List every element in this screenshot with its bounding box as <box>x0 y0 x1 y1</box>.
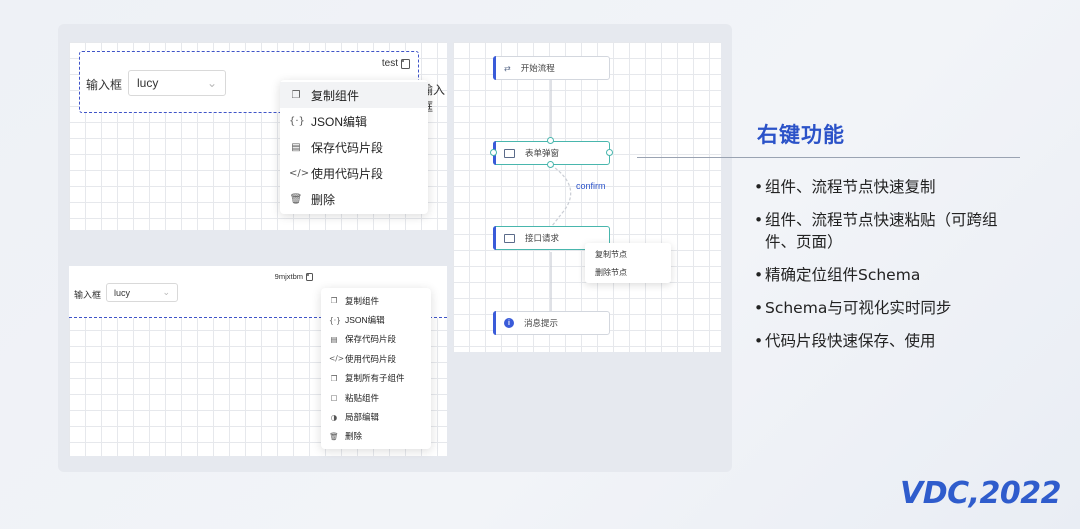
json-icon: {·} <box>329 315 341 325</box>
menu-item-copy-children[interactable]: ❐ 复制所有子组件 <box>321 369 431 388</box>
trash-icon: 🗑 <box>289 193 303 205</box>
info-icon: i <box>504 318 514 328</box>
feature-item: 精确定位组件Schema <box>754 264 1044 286</box>
connect-handle-right[interactable] <box>606 149 613 156</box>
component-tag: test <box>382 58 410 69</box>
copy-icon[interactable] <box>306 272 313 281</box>
edge-label: confirm <box>576 181 606 191</box>
node-label: 开始流程 <box>520 63 555 73</box>
select-value: lucy <box>137 76 159 90</box>
flow-node-api-request[interactable]: 接口请求 <box>493 226 610 250</box>
vdc-logo: VDC,2022 <box>900 476 1062 511</box>
menu-item-label: 复制组件 <box>345 295 380 306</box>
menu-item-label: 复制组件 <box>311 88 360 103</box>
connect-handle-left[interactable] <box>490 149 497 156</box>
start-icon: ⇄ <box>504 63 511 73</box>
menu-item-label: 局部编辑 <box>345 412 380 423</box>
menu-item-label: 使用代码片段 <box>311 166 384 181</box>
form-icon <box>504 148 515 158</box>
lucy-select[interactable]: lucy ⌄ <box>128 70 226 96</box>
copy-icon: ❐ <box>330 296 338 306</box>
menu-item-label: 保存代码片段 <box>345 334 397 345</box>
json-icon: {·} <box>289 115 305 127</box>
flow-node-message[interactable]: i 消息提示 <box>493 311 610 335</box>
save-snippet-icon: ▤ <box>291 141 301 153</box>
copy-icon: ❐ <box>291 89 301 101</box>
code-icon: </> <box>289 167 310 179</box>
flow-edges <box>548 79 572 312</box>
menu-item-copy[interactable]: ❐ 复制组件 <box>280 82 428 108</box>
feature-item: Schema与可视化实时同步 <box>754 297 1044 319</box>
menu-item-copy-node[interactable]: 复制节点 <box>595 249 627 259</box>
component-id: test <box>381 58 398 69</box>
menu-item-label: JSON编辑 <box>311 114 368 129</box>
menu-item-paste[interactable]: ▢ 粘贴组件 <box>321 388 431 407</box>
menu-item-label: JSON编辑 <box>345 315 385 326</box>
menu-item-label: 使用代码片段 <box>345 353 397 364</box>
section-title: 右键功能 <box>757 123 845 147</box>
menu-item-partial-edit[interactable]: ◑ 局部编辑 <box>321 407 431 426</box>
trash-icon: 🗑 <box>329 431 339 441</box>
component-id: 9mjxtbm <box>274 272 303 281</box>
select-value: lucy <box>114 287 131 298</box>
code-icon: </> <box>329 354 345 364</box>
menu-item-copy[interactable]: ❐ 复制组件 <box>321 291 431 310</box>
partial-edit-icon: ◑ <box>330 412 338 422</box>
edge-form-api <box>548 164 572 232</box>
menu-item-save-snippet[interactable]: ▤ 保存代码片段 <box>321 330 431 349</box>
menu-item-json[interactable]: {·} JSON编辑 <box>280 108 428 134</box>
menu-item-trash[interactable]: 🗑 删除 <box>280 186 428 212</box>
feature-list: 组件、流程节点快速复制 组件、流程节点快速粘贴（可跨组件、页面） 精确定位组件S… <box>754 176 1044 363</box>
component-tag: 9mjxtbm <box>275 272 313 281</box>
flow-editor-panel <box>453 42 721 352</box>
menu-item-label: 删除 <box>345 431 363 442</box>
menu-item-json[interactable]: {·} JSON编辑 <box>321 310 431 329</box>
flow-node-start[interactable]: ⇄ 开始流程 <box>493 56 610 80</box>
component-context-menu: ❐复制组件{·}JSON编辑▤保存代码片段</>使用代码片段🗑删除 <box>280 80 428 214</box>
node-label: 消息提示 <box>524 318 559 328</box>
api-icon <box>504 233 515 243</box>
menu-item-save-snippet[interactable]: ▤ 保存代码片段 <box>280 134 428 160</box>
form-label: 输入框 <box>86 78 123 92</box>
feature-item: 组件、流程节点快速粘贴（可跨组件、页面） <box>754 209 1019 253</box>
menu-item-label: 复制所有子组件 <box>345 373 405 384</box>
connect-handle-bottom[interactable] <box>547 161 554 168</box>
title-divider <box>637 157 1020 158</box>
node-label: 接口请求 <box>525 233 560 243</box>
node-label: 表单弹窗 <box>525 148 560 158</box>
connect-handle-top[interactable] <box>547 137 554 144</box>
paste-icon: ▢ <box>330 393 338 403</box>
save-snippet-icon: ▤ <box>330 334 338 344</box>
component-context-menu-extended: ❐复制组件{·}JSON编辑▤保存代码片段</>使用代码片段❐复制所有子组件▢粘… <box>321 288 431 450</box>
form-label: 输入框 <box>74 290 102 300</box>
lucy-select[interactable]: lucy ⌄ <box>106 283 178 302</box>
copy-icon[interactable] <box>401 58 410 69</box>
chevron-down-icon: ⌄ <box>206 76 217 90</box>
chevron-down-icon: ⌄ <box>162 287 170 297</box>
copy-children-icon: ❐ <box>330 373 338 383</box>
menu-item-label: 删除 <box>311 192 336 207</box>
menu-item-code[interactable]: </>使用代码片段 <box>321 349 431 368</box>
menu-item-label: 粘贴组件 <box>345 392 380 403</box>
menu-item-trash[interactable]: 🗑 删除 <box>321 427 431 446</box>
feature-item: 代码片段快速保存、使用 <box>754 330 1044 352</box>
menu-item-delete-node[interactable]: 删除节点 <box>595 267 627 277</box>
feature-item: 组件、流程节点快速复制 <box>754 176 1044 198</box>
node-context-menu: 复制节点 删除节点 <box>585 243 671 283</box>
menu-item-code[interactable]: </>使用代码片段 <box>280 160 428 186</box>
menu-item-label: 保存代码片段 <box>311 140 384 155</box>
